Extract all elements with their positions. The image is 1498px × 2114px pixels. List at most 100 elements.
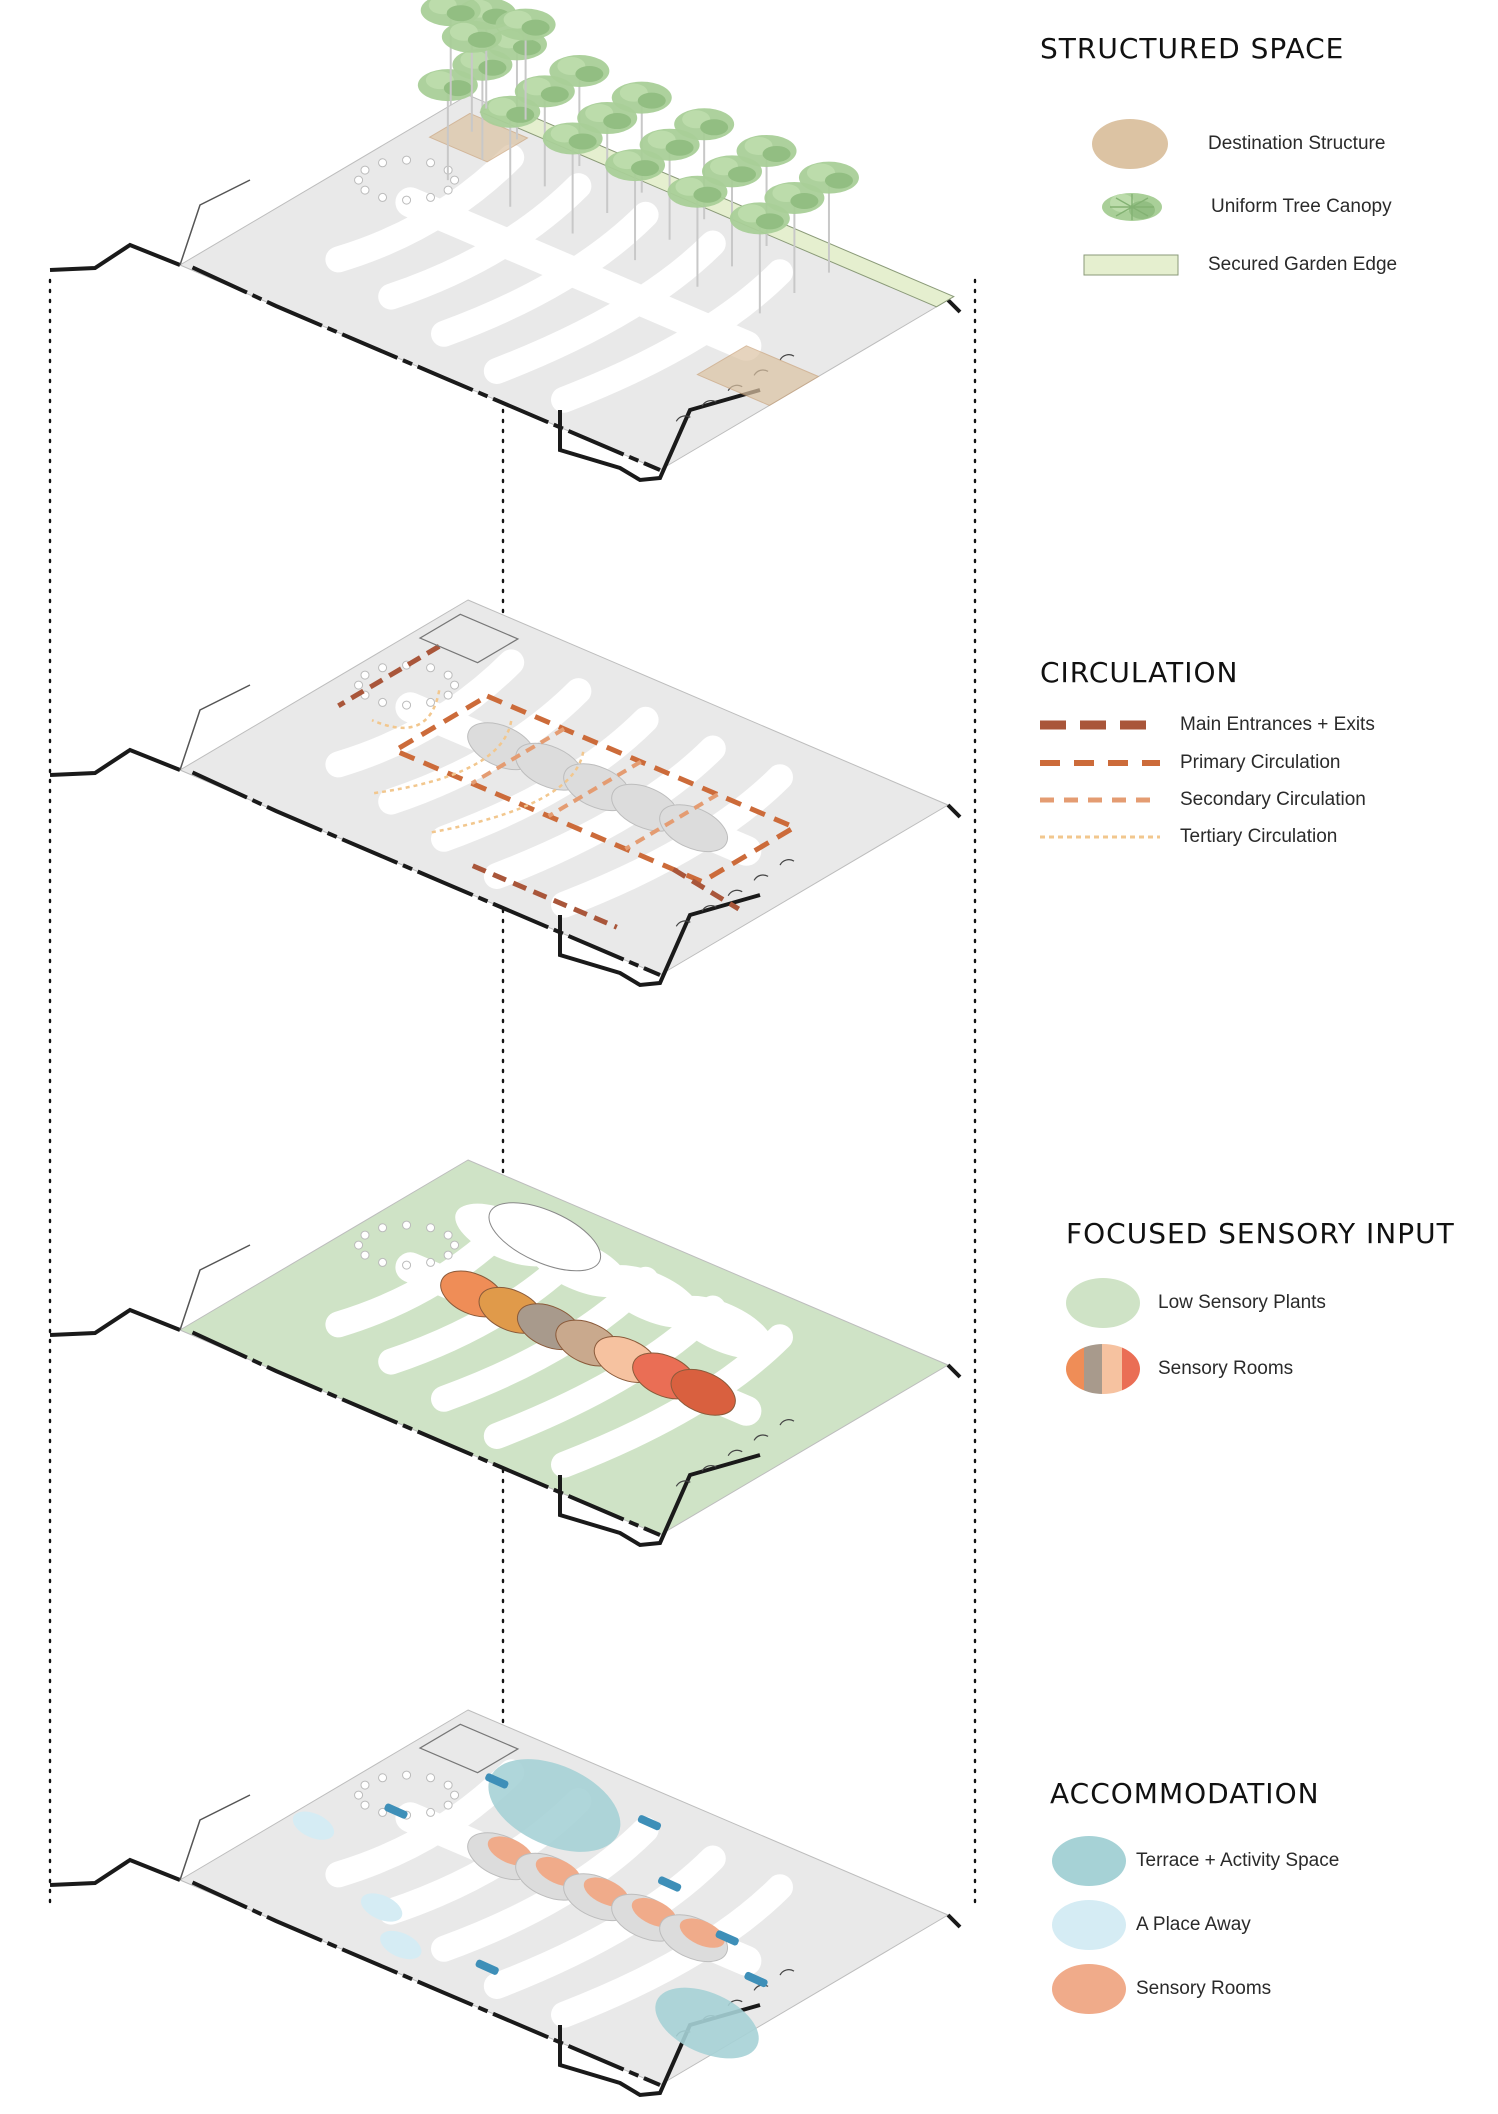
legend-item-secondary-circulation: Secondary Circulation — [1040, 789, 1366, 811]
path-clearing — [671, 1295, 774, 1359]
building-wall — [946, 1913, 962, 1929]
seating-circle-dot — [378, 192, 388, 202]
legend-label: Sensory Rooms — [1136, 1978, 1272, 1999]
seating-circle-dot — [402, 195, 412, 205]
main-entrance-exit — [337, 644, 441, 708]
legend-label: Sensory Rooms — [1158, 1358, 1294, 1379]
sensory-room — [679, 1918, 725, 1948]
sensory-room — [670, 1368, 736, 1416]
legend-label: Low Sensory Plants — [1158, 1292, 1326, 1313]
seating-circle-dot — [443, 1250, 453, 1260]
bench — [744, 1971, 768, 1988]
legend-item-tertiary-circulation: Tertiary Circulation — [1040, 826, 1337, 848]
building-outline — [179, 684, 251, 771]
tree-canopy — [603, 113, 632, 130]
bench — [657, 1876, 682, 1892]
building-wall — [558, 388, 761, 483]
building-outline — [179, 179, 251, 266]
seating-circle-dot — [426, 1257, 436, 1267]
tree-canopy — [755, 213, 784, 230]
tree-canopy — [467, 31, 496, 48]
seating-circle-dot — [360, 1800, 370, 1810]
door-swing — [675, 415, 691, 422]
door-swing — [727, 889, 743, 897]
legend-item-low-sensory-plants: Low Sensory Plants — [1064, 1276, 1326, 1330]
door-swing — [753, 1434, 769, 1441]
bench — [637, 1815, 662, 1831]
legend-title-structured-space: STRUCTURED SPACE — [1040, 32, 1345, 65]
tree-icon — [1102, 193, 1162, 221]
seating-circle-dot — [426, 663, 436, 673]
sensory-pod-outline — [659, 804, 728, 853]
structure-frame — [418, 613, 520, 664]
seating-circle-dot — [450, 175, 460, 185]
peach-ellipse-icon — [1052, 1964, 1126, 2014]
door-swing — [779, 1419, 795, 1426]
legend-item-terrace: Terrace + Activity Space — [1050, 1834, 1339, 1888]
building-wall — [49, 1857, 181, 1887]
legend-item-tree-canopy: Uniform Tree Canopy — [1100, 186, 1392, 228]
legend-item-place-away: A Place Away — [1050, 1898, 1251, 1952]
legend-title-accommodation: ACCOMMODATION — [1050, 1777, 1320, 1810]
seating-circle-dot — [402, 1770, 412, 1780]
building-outline — [179, 1794, 251, 1881]
tree-canopy — [762, 145, 791, 162]
legend-label: Main Entrances + Exits — [1180, 714, 1375, 735]
green-ellipse-icon — [1066, 1278, 1140, 1328]
door-swing — [675, 1480, 691, 1487]
seating-circle-dot — [426, 1807, 436, 1817]
legend-item-main-entrances: Main Entrances + Exits — [1040, 714, 1375, 736]
striped-ellipse-icon — [1066, 1344, 1140, 1394]
place-away — [292, 1811, 335, 1840]
main-entrance-exit — [672, 867, 741, 912]
legend-accommodation: ACCOMMODATION — [1050, 1777, 1320, 1810]
door-swing — [779, 859, 795, 866]
building-wall — [946, 1363, 962, 1379]
seating-circle-dot — [354, 680, 364, 690]
seating-circle-dot — [378, 1807, 388, 1817]
legend-item-sensory-rooms-accommodation: Sensory Rooms — [1050, 1962, 1271, 2016]
tree-canopy — [540, 86, 569, 103]
bench — [715, 1930, 739, 1946]
beige-ellipse-icon — [1092, 119, 1168, 169]
seating-circle-dot — [354, 175, 364, 185]
seating-circle-dot — [443, 1230, 453, 1240]
seating-circle-dot — [402, 1220, 412, 1230]
tree-canopy — [575, 66, 604, 82]
seating-circle-dot — [426, 1773, 436, 1783]
terrace-activity-space — [655, 1987, 759, 2059]
place-away — [380, 1930, 422, 1960]
seating-circle-dot — [426, 192, 436, 202]
tree-canopy — [637, 92, 666, 109]
building-outline — [179, 1244, 251, 1331]
secondary-circulation — [470, 727, 566, 786]
dashed-line-icon — [1040, 720, 1160, 730]
building-wall — [191, 770, 661, 977]
seating-circle-dot — [360, 1250, 370, 1260]
seating-circle-dot — [360, 1230, 370, 1240]
destination-structure — [696, 345, 820, 406]
plan-level-focused-sensory-input — [49, 1159, 962, 1548]
bench — [384, 1803, 408, 1819]
seating-circle-dot — [450, 1240, 460, 1250]
tertiary-circulation — [371, 720, 513, 795]
door-swing — [779, 1969, 795, 1976]
tree-canopy — [443, 80, 472, 97]
tree-canopy — [631, 160, 660, 177]
legend-item-secured-garden-edge: Secured Garden Edge — [1083, 254, 1397, 276]
tree-canopy — [693, 186, 722, 203]
building-wall — [49, 1307, 181, 1337]
light-blue-ellipse-icon — [1052, 1900, 1126, 1950]
building-wall — [558, 1453, 761, 1548]
seating-circle-dot — [402, 1260, 412, 1270]
seating-circle-dot — [402, 155, 412, 165]
tertiary-circulation — [429, 751, 585, 834]
seating-circle-dot — [378, 1223, 388, 1233]
bench — [475, 1959, 499, 1975]
tree-canopy — [506, 106, 535, 123]
tree-canopy — [728, 166, 756, 183]
building-wall — [191, 1330, 661, 1537]
tertiary-circulation — [371, 690, 441, 729]
seating-circle-dot — [426, 158, 436, 168]
seating-circle-dot — [360, 670, 370, 680]
